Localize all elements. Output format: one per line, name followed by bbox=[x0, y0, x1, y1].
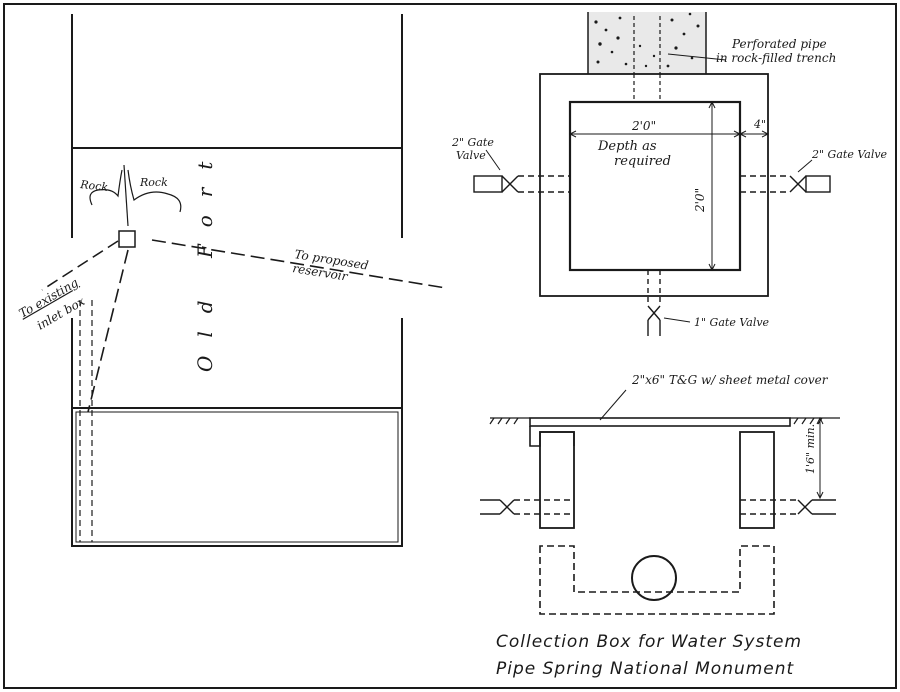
height-dim-label: 2'0" bbox=[693, 188, 707, 213]
caption-line-1: Collection Box for Water System bbox=[496, 632, 802, 652]
rock-outline bbox=[89, 169, 182, 213]
depth-label-2: required bbox=[614, 154, 671, 169]
cover-leader bbox=[599, 389, 627, 421]
plan-outer-wall bbox=[539, 73, 769, 297]
pipe-to-lower-room bbox=[87, 249, 129, 413]
plan-view: Perforated pipe in rock-filled trench 2'… bbox=[451, 12, 888, 336]
cover-lip bbox=[529, 426, 575, 447]
perforated-pipe bbox=[633, 16, 661, 102]
fort-outline bbox=[71, 14, 403, 547]
section-right-valve bbox=[740, 499, 836, 515]
left-valve-label-2: Valve bbox=[456, 149, 486, 162]
caption: Collection Box for Water System Pipe Spr… bbox=[496, 632, 802, 679]
rock-trench bbox=[587, 12, 707, 74]
section-view: 2"x6" T&G w/ sheet metal cover 1'6" min. bbox=[480, 373, 840, 615]
right-valve-label: 2" Gate Valve bbox=[811, 148, 888, 161]
sheet-border bbox=[3, 3, 897, 689]
ground-line bbox=[489, 417, 840, 425]
site-plan: Rock Rock To proposed reservoir To exist… bbox=[17, 14, 447, 547]
height-dimension bbox=[708, 100, 716, 272]
rock-label-left: Rock bbox=[79, 178, 109, 194]
bottom-valve-label: 1" Gate Valve bbox=[694, 316, 770, 329]
inner-dashed-wall bbox=[79, 300, 93, 542]
rock-crack bbox=[123, 164, 129, 227]
plan-inner-chamber bbox=[568, 100, 742, 272]
left-gate-valve bbox=[473, 149, 570, 193]
depth-label-1: Depth as bbox=[597, 139, 657, 154]
cover-board bbox=[529, 417, 791, 427]
min-depth-label: 1'6" min. bbox=[804, 424, 817, 474]
pipe-label-leader bbox=[667, 53, 727, 61]
collection-box-marker bbox=[118, 230, 136, 248]
bottom-gate-valve bbox=[647, 270, 691, 336]
cover-label: 2"x6" T&G w/ sheet metal cover bbox=[631, 373, 829, 387]
wall-dim-label: 4" bbox=[753, 118, 766, 131]
min-depth-dimension bbox=[816, 416, 824, 500]
wall-dimension bbox=[738, 130, 770, 138]
perforated-pipe-label-2: in rock-filled trench bbox=[716, 51, 836, 65]
outlet-pipe bbox=[631, 555, 677, 601]
building-name: Old Fort bbox=[193, 144, 217, 372]
base-channel bbox=[539, 545, 775, 615]
section-left-valve bbox=[480, 499, 574, 515]
pipe-to-inlet bbox=[41, 240, 119, 291]
rock-label-right: Rock bbox=[139, 176, 168, 189]
right-gate-valve bbox=[740, 159, 831, 193]
caption-line-2: Pipe Spring National Monument bbox=[496, 659, 795, 679]
left-valve-label-1: 2" Gate bbox=[451, 136, 494, 149]
width-dim-label: 2'0" bbox=[631, 119, 656, 133]
perforated-pipe-label-1: Perforated pipe bbox=[731, 37, 827, 51]
pipe-to-reservoir bbox=[151, 239, 447, 289]
section-walls bbox=[539, 431, 775, 529]
